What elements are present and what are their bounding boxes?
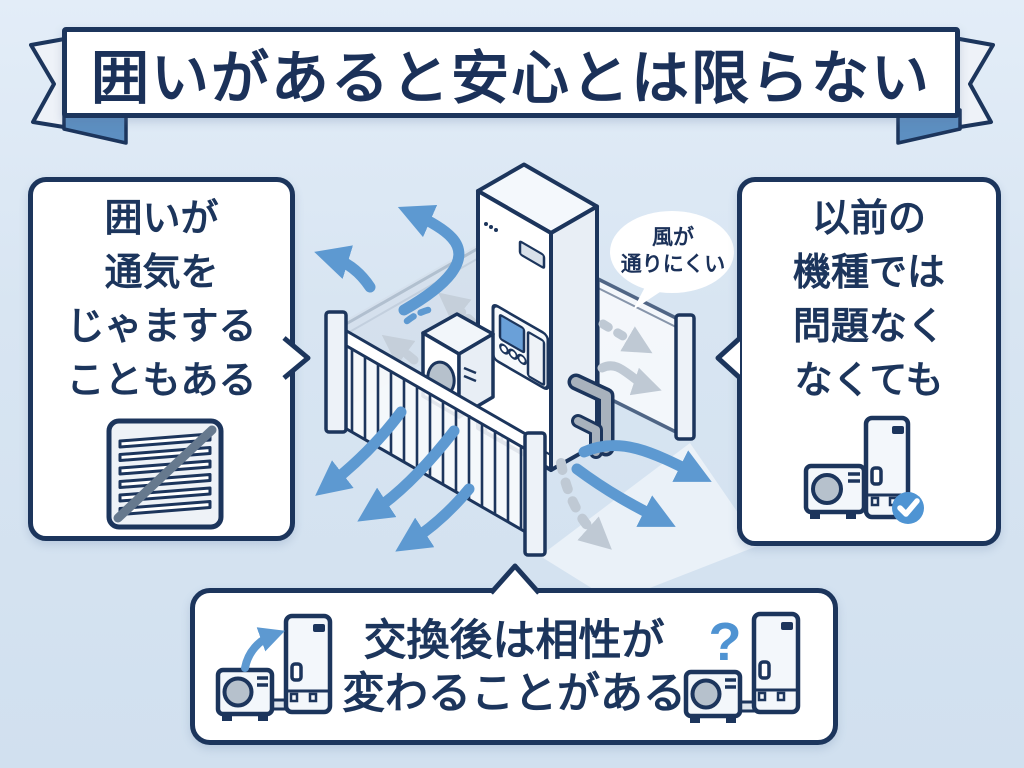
tank-front-icon [283, 613, 333, 715]
right-callout-text: 以前の 機種では 問題なく なくても [742, 192, 996, 408]
tank-control-panel [491, 304, 550, 391]
wind-bubble [610, 211, 734, 310]
callout-line: 変わることがある [342, 670, 686, 718]
callout-line: 以前の [811, 198, 926, 240]
callout-line: こともある [66, 360, 257, 402]
callout-line: 機種では [792, 252, 945, 294]
water-heater-tank [476, 162, 599, 472]
wind-bubble-text: 風が 通りにくい [610, 224, 736, 278]
left-callout: 囲いが 通気を じゃまする こともある [28, 177, 295, 541]
right-callout-pointer [715, 336, 742, 380]
callout-line: 問題なく [792, 306, 945, 348]
page-title: 囲いがあると安心とは限らない [90, 45, 931, 111]
fence-right-panel [596, 277, 696, 441]
replace-unit-arrow-icon [215, 613, 333, 721]
blocked-vent-icon [106, 418, 224, 530]
compatibility-question-icon: ? [683, 611, 801, 723]
outdoor-unit-front-icon [683, 669, 743, 723]
wind-bubble-line: 風が [652, 226, 694, 249]
replace-arrow-icon [241, 627, 286, 672]
outdoor-unit-front-icon [215, 667, 275, 721]
question-mark-icon: ? [709, 612, 742, 672]
callout-line: じゃまする [66, 306, 257, 348]
check-icon [892, 492, 924, 524]
callout-line: なくても [794, 360, 944, 402]
airflow-blue-arrows [314, 204, 712, 552]
outdoor-unit-front-icon [803, 463, 867, 519]
weak-airflow-right-arrows [556, 319, 662, 550]
callout-line: 通気を [104, 252, 219, 294]
title-banner: 囲いがあると安心とは限らない [62, 27, 960, 118]
heat-pump-and-tank-ok-icon [803, 415, 924, 524]
bottom-callout-text: 交換後は相性が 変わることがある [195, 615, 833, 721]
left-callout-pointer [282, 336, 311, 380]
callout-line: 囲いが [104, 198, 219, 240]
fence-front-panel [324, 310, 547, 557]
tank-front-icon [751, 611, 801, 715]
left-callout-text: 囲いが 通気を じゃまする こともある [33, 192, 290, 408]
callout-line: 交換後は相性が [363, 617, 665, 665]
wind-bubble-line: 通りにくい [620, 253, 726, 276]
bottom-callout-pointer [489, 563, 541, 595]
